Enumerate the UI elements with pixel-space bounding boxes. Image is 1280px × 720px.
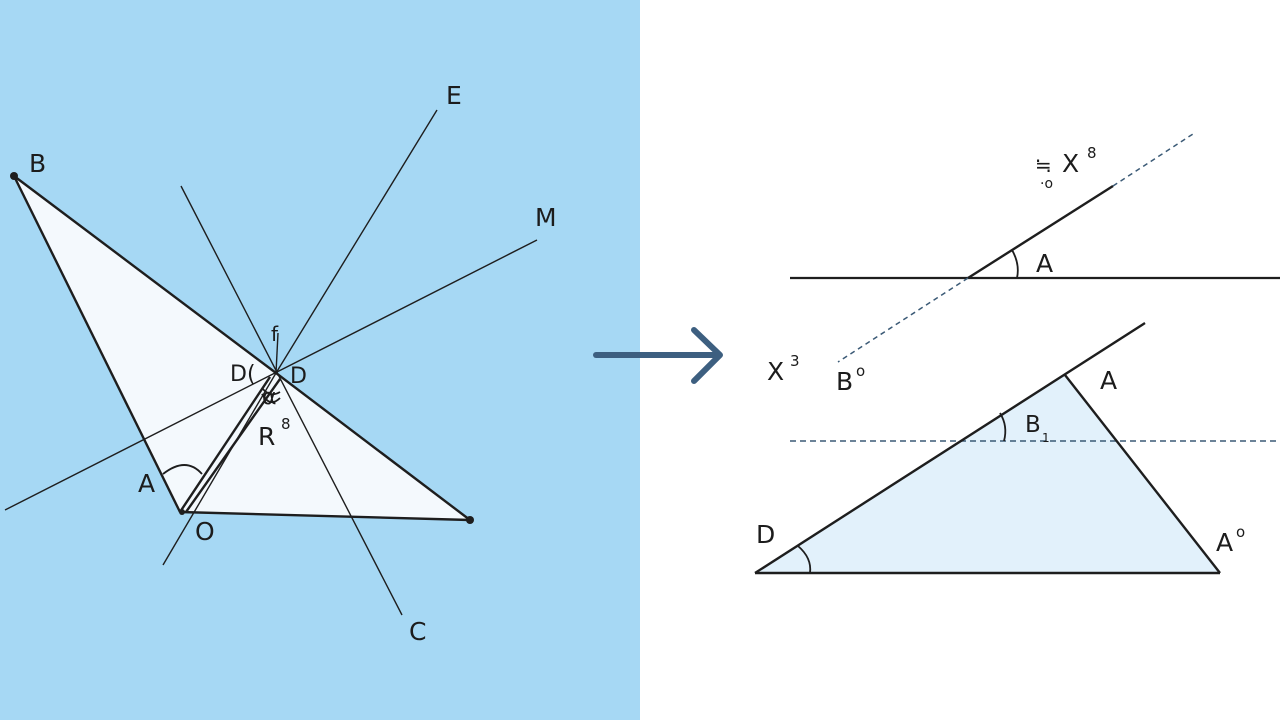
- left-thin-lines: [4, 109, 538, 616]
- label-a-bottom: A: [1216, 528, 1233, 557]
- angle-arc-d-1: [261, 393, 281, 404]
- label-d-left: D(: [230, 362, 256, 387]
- line-to-e: [275, 109, 438, 374]
- point-b: [10, 172, 18, 180]
- edge-o-c: [179, 510, 471, 522]
- lower-dashed-transversal: [837, 277, 969, 363]
- label-x-top: X: [1062, 149, 1079, 178]
- label-a-right: A: [1100, 366, 1117, 395]
- label-x-left: X: [767, 357, 784, 386]
- label-x-top-prefix: ≒: [1035, 153, 1052, 177]
- edge-d-apex: [754, 321, 1146, 575]
- left-panel-background: [0, 0, 640, 720]
- left-triangle-o-d-c: [180, 373, 470, 520]
- right-figure: ≒ X 8 ·o A X 3 B o A B 1 D A o: [754, 131, 1280, 575]
- label-b-mid: B: [1025, 412, 1041, 438]
- label-c: C: [409, 617, 426, 646]
- line-through-o: [162, 372, 277, 566]
- label-b-left-superscript: o: [856, 362, 865, 380]
- label-e: E: [446, 81, 462, 110]
- right-triangle-edges: [754, 321, 1221, 575]
- label-b: B: [29, 149, 46, 178]
- edge-d-c: [275, 372, 471, 521]
- line-f-stub: [275, 332, 279, 374]
- angle-arc-d: [797, 545, 812, 574]
- right-panel-background: [640, 0, 1280, 720]
- angle-arc-a: [162, 464, 203, 475]
- edge-b-d: [13, 175, 277, 374]
- label-r: R: [258, 422, 275, 451]
- label-alpha: α: [262, 385, 277, 410]
- label-b-mid-subscript: 1: [1042, 431, 1050, 445]
- left-figure: B E M f D( D α R 8 A O C: [4, 81, 557, 646]
- label-a-bottom-superscript: o: [1236, 523, 1245, 541]
- edge-o-d-inner: [185, 378, 281, 513]
- label-m: M: [535, 203, 557, 232]
- left-thick-lines: [12, 175, 471, 522]
- label-x-top-superscript: 8: [1087, 144, 1097, 162]
- left-angle-marks: [162, 387, 281, 475]
- right-angle-marks: [797, 249, 1019, 574]
- line-to-c: [180, 185, 403, 616]
- label-o: O: [195, 517, 215, 546]
- angle-arc-top-a: [1011, 249, 1019, 279]
- left-triangle-b-a-d: [14, 176, 276, 512]
- label-a-top: A: [1036, 249, 1053, 278]
- angle-arc-mid-b: [999, 412, 1007, 442]
- label-r-superscript: 8: [281, 415, 291, 433]
- top-dashed-extension: [1112, 131, 1197, 187]
- left-labels: B E M f D( D α R 8 A O C: [29, 81, 557, 646]
- label-b-left: B: [836, 367, 853, 396]
- label-d-right: D: [290, 364, 307, 389]
- angle-arc-d-2: [261, 387, 281, 396]
- point-o: [179, 509, 185, 515]
- line-to-m: [4, 239, 538, 511]
- arrow-head: [691, 327, 723, 384]
- label-a: A: [138, 469, 155, 498]
- point-c-vertex: [466, 516, 474, 524]
- right-arrow-icon: [593, 327, 723, 384]
- label-f: f: [271, 322, 279, 346]
- edge-right: [1064, 374, 1221, 574]
- label-d: D: [756, 520, 775, 549]
- edge-o-d-outer: [179, 376, 271, 513]
- top-solid-transversal: [967, 184, 1114, 280]
- right-labels: ≒ X 8 ·o A X 3 B o A B 1 D A o: [756, 144, 1245, 557]
- label-x-left-superscript: 3: [790, 352, 800, 370]
- label-x-top-subscript: ·o: [1040, 176, 1053, 192]
- edge-b-a: [12, 175, 182, 513]
